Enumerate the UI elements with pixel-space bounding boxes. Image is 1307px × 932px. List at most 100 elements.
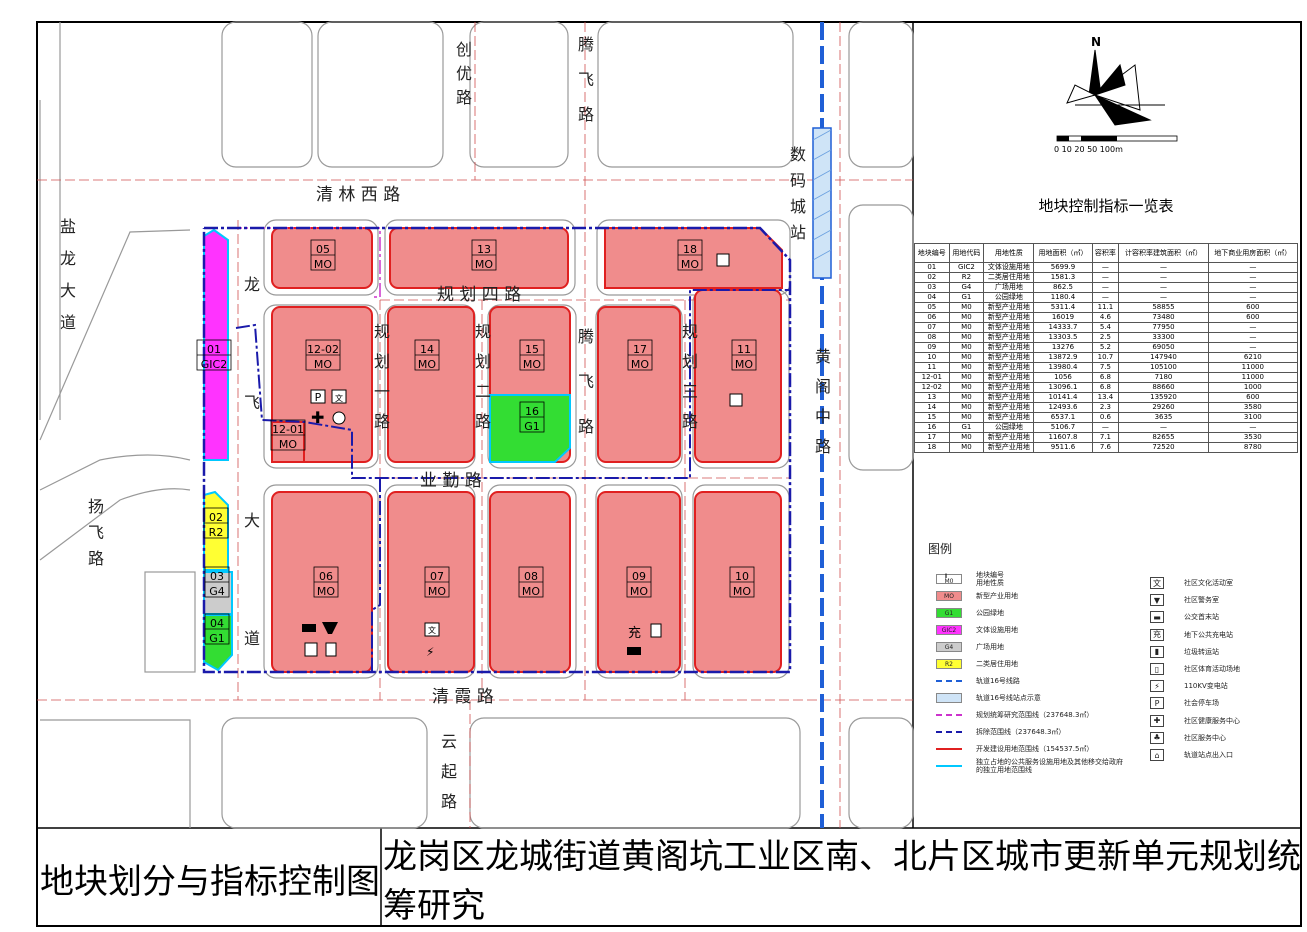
- road-guihua4: 规 划 四 路: [437, 285, 521, 305]
- legend-label: 公园绿地: [976, 609, 1004, 617]
- parcel-id: 18: [683, 243, 697, 256]
- legend-swatch: G4: [936, 642, 962, 652]
- table-cell: M0: [948, 352, 985, 363]
- table-cell: 08: [914, 332, 950, 343]
- table-cell: 10.7: [1091, 352, 1120, 363]
- footer-left-title: 地块划分与指标控制图: [40, 861, 380, 902]
- table-cell: 11.1: [1091, 302, 1120, 313]
- parcel-code: MO: [733, 585, 751, 598]
- table-cell: —: [1118, 282, 1209, 293]
- compass-icon: [1066, 49, 1165, 126]
- table-cell: 3580: [1207, 402, 1299, 413]
- table-cell: 6210: [1207, 352, 1299, 363]
- road-guihua2-char: 规: [475, 322, 491, 341]
- table-cell: 1581.3: [1033, 272, 1093, 283]
- legend-label: 地下公共充电站: [1184, 630, 1233, 639]
- table-cell: 3530: [1207, 432, 1299, 443]
- table-cell: —: [1207, 322, 1299, 333]
- legend-label: 社会停车场: [1184, 699, 1219, 708]
- road-yanlong-char: 大: [60, 281, 76, 300]
- parcel-code: MO: [279, 438, 297, 451]
- legend-swatch: [936, 714, 962, 716]
- table-cell: 6537.1: [1033, 412, 1093, 423]
- table-cell: 新型产业用地: [983, 412, 1035, 423]
- culture-icon: 文: [335, 393, 343, 403]
- police-icon: [322, 622, 338, 634]
- table-cell: —: [1091, 272, 1120, 283]
- road-yangfei-char: 飞: [88, 523, 104, 542]
- table-cell: —: [1207, 422, 1299, 433]
- scale-bar: [1056, 135, 1178, 142]
- legend-item: 文社区文化活动室: [1150, 576, 1233, 590]
- table-cell: 6.8: [1091, 372, 1120, 383]
- legend-swatch: [936, 748, 962, 750]
- road-guihua3-char: 划: [682, 352, 698, 371]
- table-header-cell: 用地性质: [983, 243, 1035, 263]
- parcel-id: 17: [633, 343, 647, 356]
- table-cell: 9511.6: [1033, 442, 1093, 453]
- table-cell: —: [1118, 262, 1209, 273]
- parcel-14: [387, 306, 475, 463]
- table-cell: G4: [948, 282, 985, 293]
- table-cell: 新型产业用地: [983, 362, 1035, 373]
- legend-label: 社区健康服务中心: [1184, 716, 1240, 725]
- table-header: 地块编号用地代码用地性质用地面积（㎡）容积率计容积率建筑面积（㎡）地下商业用房面…: [914, 243, 1299, 263]
- substation-icon: ⚡: [426, 645, 434, 659]
- legend-label: 公交首末站: [1184, 613, 1219, 622]
- legend-label: 轨道站点出入口: [1184, 751, 1233, 759]
- road-tengfei_s-char: 腾: [578, 327, 594, 346]
- table-cell: M0: [948, 442, 985, 453]
- parcel-id: 13: [477, 243, 491, 256]
- vertical-road-labels: 创优路腾飞路腾飞路盐龙大道龙飞大道扬飞路规划一路规划二路规划三路黄阁中路云起路数…: [60, 35, 831, 811]
- road-yunqi-char: 路: [441, 792, 457, 811]
- table-cell: 15: [914, 412, 950, 423]
- legend-facility-icon: ✚: [1150, 714, 1164, 727]
- legend-item: 充地下公共充电站: [1150, 628, 1233, 642]
- parcel-code: MO: [475, 258, 493, 271]
- table-cell: 新型产业用地: [983, 322, 1035, 333]
- table-header-cell: 地块编号: [914, 243, 950, 263]
- table-cell: 5.2: [1091, 342, 1120, 353]
- table-cell: G1: [948, 292, 985, 303]
- table-cell: 新型产业用地: [983, 402, 1035, 413]
- metro-station-box: [812, 127, 832, 279]
- road-guihua1-char: 划: [374, 352, 390, 371]
- health-icon: ✚: [311, 408, 324, 427]
- charging-icon: 充: [628, 625, 641, 641]
- road-qingxia: 清 霞 路: [432, 687, 494, 707]
- legend-item: ♣社区服务中心: [1150, 731, 1226, 745]
- table-cell: M0: [948, 362, 985, 373]
- legend-label: 社区文化活动室: [1184, 579, 1233, 587]
- table-cell: 06: [914, 312, 950, 323]
- table-cell: 新型产业用地: [983, 442, 1035, 453]
- parcel-id: 07: [430, 570, 444, 583]
- station-entrance-icon: [729, 393, 743, 407]
- table-cell: 公园绿地: [983, 422, 1035, 433]
- table-cell: 58855: [1118, 302, 1209, 313]
- table-cell: 新型产业用地: [983, 342, 1035, 353]
- table-cell: 4.6: [1091, 312, 1120, 323]
- table-cell: 新型产业用地: [983, 302, 1035, 313]
- table-cell: —: [1207, 292, 1299, 303]
- parcel-16: [489, 394, 571, 463]
- bus-terminal-icon: [302, 624, 316, 632]
- table-cell: 600: [1207, 312, 1299, 323]
- table-cell: 1056: [1033, 372, 1093, 383]
- table-cell: 6.8: [1091, 382, 1120, 393]
- table-cell: —: [1207, 342, 1299, 353]
- legend-label: 新型产业用地: [976, 592, 1018, 600]
- road-tengfei_n-char: 路: [578, 105, 594, 124]
- road-yunqi-char: 起: [441, 762, 457, 781]
- table-cell: R2: [948, 272, 985, 283]
- road-chuangyou-char: 路: [456, 88, 472, 107]
- legend-item: ⌂轨道站点出入口: [1150, 748, 1233, 762]
- road-guihua2-char: 二: [475, 382, 491, 401]
- road-guihua1-char: 一: [374, 382, 390, 401]
- parcel-code: R2: [209, 526, 224, 539]
- parcel-id: 08: [524, 570, 538, 583]
